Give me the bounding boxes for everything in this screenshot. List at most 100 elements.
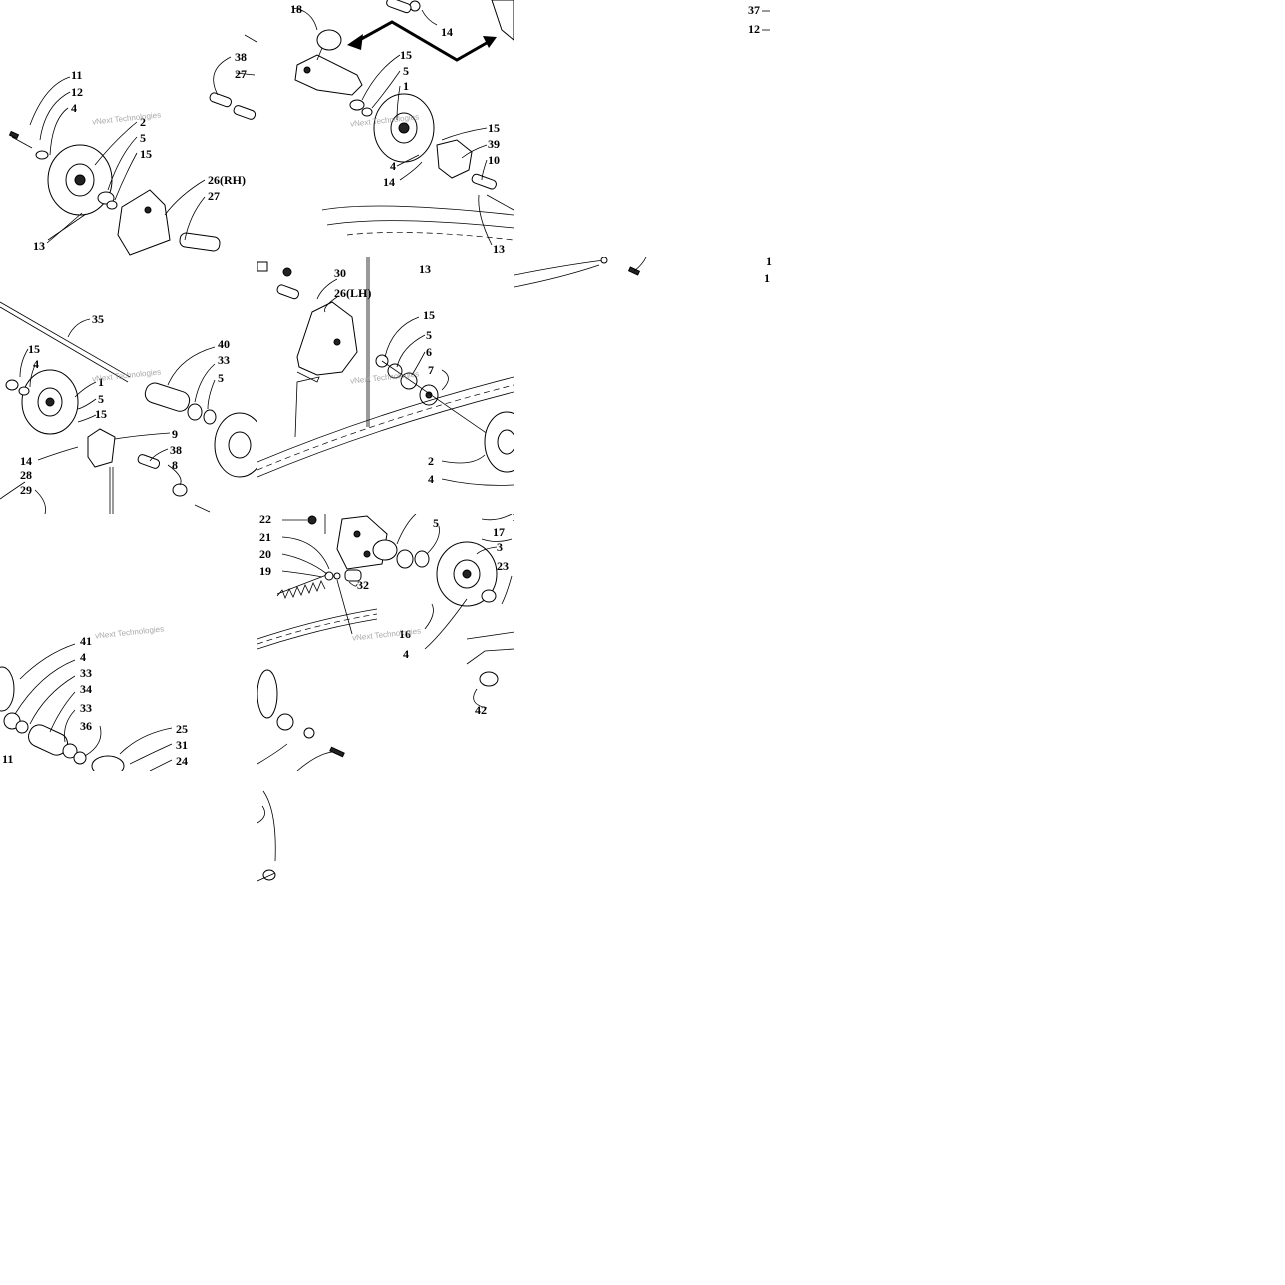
callout-label: 5 — [433, 516, 439, 530]
callout-label: 27 — [235, 67, 247, 81]
callout-label: 33 — [80, 666, 92, 680]
callout-label: 5 — [140, 131, 146, 145]
rh-wheel-drawing — [8, 34, 257, 256]
callout-label: 15 — [423, 308, 435, 322]
callout-label: 38 — [170, 443, 182, 457]
callout-label: 1 — [98, 375, 104, 389]
callout-label: 1 — [766, 257, 772, 268]
callout-label: 34 — [80, 682, 92, 696]
slide-rail — [321, 205, 514, 216]
callout-label: 1 — [403, 79, 409, 93]
callout-label: 12 — [748, 22, 760, 36]
callout-label: 15 — [95, 407, 107, 421]
callout-label: 13 — [493, 242, 505, 256]
washer — [35, 150, 49, 160]
callout-label: 14 — [383, 175, 395, 189]
mount-plate — [87, 428, 116, 468]
callout-label: 26(RH) — [208, 173, 246, 187]
callout-label: 3 — [497, 540, 503, 554]
bracket-rh — [117, 189, 171, 256]
spacer-tube — [179, 232, 221, 252]
callout-label: 32 — [357, 578, 369, 592]
callout-label: 30 — [334, 266, 346, 280]
callout-label: 26(LH) — [334, 286, 372, 300]
callout-label: 28 — [20, 468, 32, 482]
diagram-tile-lh-bracket: 13 30 26(LH) 15 5 6 7 2 4 vNext Technolo… — [257, 257, 514, 514]
callout-label: 6 — [426, 345, 432, 359]
callout-label: 2 — [140, 115, 146, 129]
callout-label: 42 — [475, 703, 487, 717]
callout-label: 4 — [33, 357, 39, 371]
callout-label: 31 — [176, 738, 188, 752]
diagram-tile-cross-shaft: 35 15 4 1 5 15 40 33 5 9 38 8 14 28 29 v… — [0, 257, 257, 514]
callout-label: 16 — [399, 627, 411, 641]
callout-label: 4 — [428, 472, 434, 486]
callout-label: 23 — [497, 559, 509, 573]
callout-label: 15 — [140, 147, 152, 161]
callout-label: 9 — [172, 427, 178, 441]
callout-label: 12 — [71, 85, 83, 99]
callout-label: 39 — [488, 137, 500, 151]
callout-label: 1 — [764, 271, 770, 285]
tension-spring — [276, 573, 330, 595]
callout-label: 25 — [176, 722, 188, 736]
tensioner-drawing — [257, 514, 514, 771]
callout-label: 33 — [80, 701, 92, 715]
callout-label: 12 — [512, 514, 514, 523]
callout-label: 11 — [71, 68, 83, 82]
callout-label: 29 — [20, 483, 32, 497]
cross-shaft-drawing — [0, 301, 257, 514]
callout-label: 13 — [419, 262, 431, 276]
callout-label: 20 — [259, 547, 271, 561]
bracket-lh — [296, 301, 358, 376]
callout-label: 10 — [488, 153, 500, 167]
diagram-tile-tensioner: 22 21 20 19 32 11 5 17 12 1 3 23 16 4 42… — [257, 514, 514, 771]
upper-arm-drawing — [291, 0, 514, 246]
callout-label: 37 — [748, 3, 760, 17]
rear-wheel-drawing — [0, 643, 173, 771]
callout-label: 27 — [208, 189, 220, 203]
callout-label: 22 — [259, 514, 271, 526]
callout-label: 4 — [80, 650, 86, 664]
diagram-tile-rh-wheel: 11 12 4 2 5 15 38 27 26(RH) 27 13 vNext … — [0, 0, 257, 257]
lh-bracket-drawing — [257, 257, 514, 486]
cross-shaft — [0, 301, 131, 378]
slide-rail — [257, 376, 514, 463]
callout-label: 19 — [259, 564, 271, 578]
callout-label: 5 — [98, 392, 104, 406]
callout-label: 36 — [80, 719, 92, 733]
idler-wheel — [91, 755, 125, 771]
callout-label: 13 — [33, 239, 45, 253]
callout-label: 11 — [2, 752, 14, 766]
callout-label: 18 — [290, 2, 302, 16]
callout-label: 33 — [218, 353, 230, 367]
callout-label: 40 — [218, 337, 230, 351]
callout-label: 24 — [176, 754, 188, 768]
callout-label: 15 — [28, 342, 40, 356]
diagram-tile-rear-wheel: 41 4 33 34 33 36 25 31 24 11 vNext Techn… — [0, 514, 257, 771]
callout-label: 5 — [403, 64, 409, 78]
diagram-tile-upper-arm: 18 14 15 5 1 15 39 10 4 14 13 vNext Tech… — [257, 0, 514, 257]
callout-label: 21 — [259, 530, 271, 544]
rocker-arm — [294, 54, 363, 96]
callout-label: 4 — [403, 647, 409, 661]
callout-label: 5 — [218, 371, 224, 385]
callout-label: 15 — [488, 121, 500, 135]
callout-label: 4 — [390, 159, 396, 173]
callout-label: 14 — [20, 454, 32, 468]
callout-label: 15 — [400, 48, 412, 62]
spacer — [344, 569, 362, 582]
callout-label: 35 — [92, 312, 104, 326]
spacer — [144, 382, 191, 412]
callout-label: 5 — [426, 328, 432, 342]
callout-label: 41 — [80, 634, 92, 648]
callout-label: 17 — [493, 525, 505, 539]
diagram-tile-rail-end: 1 1 — [514, 257, 1028, 514]
callout-label: 8 — [172, 458, 178, 472]
callout-label: 4 — [71, 101, 77, 115]
direction-arrow — [353, 20, 493, 62]
callout-label: 14 — [441, 25, 453, 39]
callout-label: 2 — [428, 454, 434, 468]
callout-label: 7 — [428, 363, 434, 377]
